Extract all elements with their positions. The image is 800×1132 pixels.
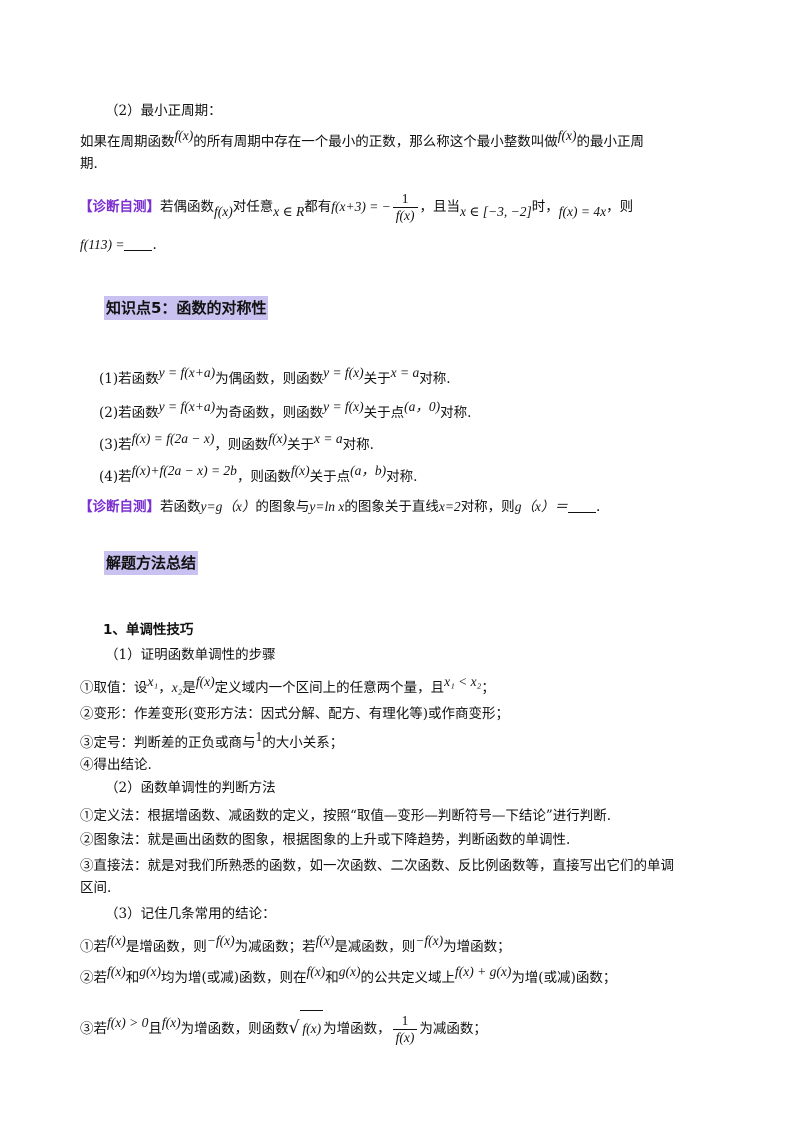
diagnostic-tag: 【诊断自测】 [79,499,160,515]
step-conclusion: ④得出结论. [80,757,152,773]
diagnostic-tag: 【诊断自测】 [79,199,160,215]
symmetry-rule-2: (2)若函数y = f(x+a)为奇函数，则函数y = f(x)关于点(a，0)… [99,399,472,421]
method-graph: ②图象法：就是画出函数的图象，根据图象的上升或下降趋势，判断函数的单调性. [80,832,571,848]
symmetry-rule-3: (3)若f(x) = f(2a − x)，则函数f(x)关于x = a对称. [99,431,374,453]
period-subtitle: （2）最小正周期： [105,103,222,119]
monotonic-sub-1: （1）证明函数单调性的步骤 [105,647,276,663]
step-take-values: ①取值：设x₁，x₂是f(x)定义域内一个区间上的任意两个量，且x₁ < x₂； [80,674,495,696]
period-definition: 如果在周期函数f(x)的所有周期中存在一个最小的正数，那么称这个最小整数叫做f(… [80,128,644,150]
symmetry-rule-1: (1)若函数y = f(x+a)为偶函数，则函数y = f(x)关于x = a对… [99,365,451,387]
method-direct: ③直接法：就是对我们所熟悉的函数，如一次函数、二次函数、反比例函数等，直接写出它… [80,858,674,874]
section-title-methods: 解题方法总结 [104,551,199,575]
diagnostic-question-1-end: f(113) =. [80,236,157,253]
math-fx: f(x) [557,128,577,143]
period-definition-end: 期. [80,156,98,172]
section-title-symmetry: 知识点5：函数的对称性 [104,296,269,320]
answer-blank [567,498,596,513]
method-definition: ①定义法：根据增函数、减函数的定义，按照“取值—变形—判断符号—下结论”进行判断… [80,808,612,824]
diagnostic-question-2: 【诊断自测】若函数y=g（x）的图象与y=ln x的图象关于直线x=2对称，则g… [79,498,601,515]
step-transform: ②变形：作差变形(变形方法：因式分解、配方、有理化等)或作商变形； [80,706,510,722]
symmetry-rule-4: (4)若f(x)+f(2a − x) = 2b，则函数f(x)关于点(a，b)对… [99,463,418,485]
step-determine-sign: ③定号：判断差的正负或商与1的大小关系； [80,729,344,751]
math-fx: f(x) [174,128,194,143]
conclusion-2: ②若f(x)和g(x)均为增(或减)函数，则在f(x)和g(x)的公共定义域上f… [80,964,617,986]
monotonic-sub-3: （3）记住几条常用的结论： [105,906,276,922]
conclusion-1: ①若f(x)是增函数，则−f(x)为减函数；若f(x)是减函数，则−f(x)为增… [80,933,511,955]
sqrt-sign: √ [288,1018,300,1038]
monotonic-sub-2: （2）函数单调性的判断方法 [105,780,276,796]
answer-blank [124,236,153,251]
monotonic-title: 1、单调性技巧 [103,622,194,638]
method-direct-end: 区间. [80,880,112,896]
